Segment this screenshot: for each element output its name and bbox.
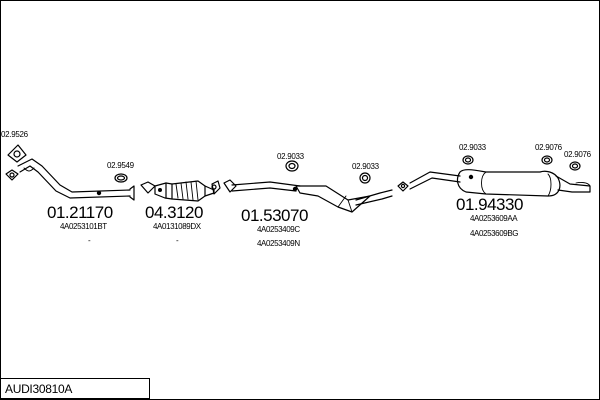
ring-gasket <box>114 173 128 183</box>
clamp-gasket-2 <box>359 172 371 184</box>
oe-number-rear-silencer-1: 4A0253609AA <box>470 214 518 223</box>
part-number-ring-gasket: 02.9549 <box>107 161 134 170</box>
kit-code: AUDI30810A <box>5 382 73 396</box>
front-pipe <box>17 158 135 201</box>
clamp-gasket-1 <box>285 160 299 172</box>
mid-rear-flange <box>397 181 409 192</box>
catalytic-converter <box>140 180 221 202</box>
part-number-front-pipe: 01.21170 <box>47 203 113 222</box>
oe-number-middle-silencer-1: 4A0253409C <box>257 225 300 234</box>
part-number-middle-silencer: 01.53070 <box>241 206 308 225</box>
part-number-gasket-2: 02.9033 <box>352 162 379 171</box>
part-number-catalyst: 04.3120 <box>145 203 203 222</box>
part-number-hanger-2: 02.9076 <box>564 150 591 159</box>
part-number-hanger-1: 02.9076 <box>535 143 562 152</box>
front-flange-gasket <box>5 144 27 181</box>
oe-number-middle-silencer-2: 4A0253409N <box>257 239 300 248</box>
part-number-gasket-3: 02.9033 <box>459 143 486 152</box>
oe-number-rear-silencer-2: 4A0253609BG <box>470 229 519 238</box>
rear-silencer <box>409 169 591 197</box>
middle-pipe-silencer <box>223 179 393 213</box>
oe-number-front-pipe: 4A0253101BT <box>60 222 107 231</box>
part-number-front-gasket: 02.9526 <box>1 130 28 139</box>
rubber-hanger-2 <box>569 161 581 171</box>
kit-code-box: AUDI30810A <box>0 378 150 399</box>
note-front-pipe: - <box>88 236 91 245</box>
oe-number-catalyst: 4A0131089DX <box>153 222 201 231</box>
part-number-rear-silencer: 01.94330 <box>456 195 523 214</box>
rubber-hanger-1 <box>541 155 553 165</box>
clamp-gasket-3 <box>462 155 474 165</box>
note-catalyst: - <box>176 236 179 245</box>
part-number-gasket-1: 02.9033 <box>277 152 304 161</box>
